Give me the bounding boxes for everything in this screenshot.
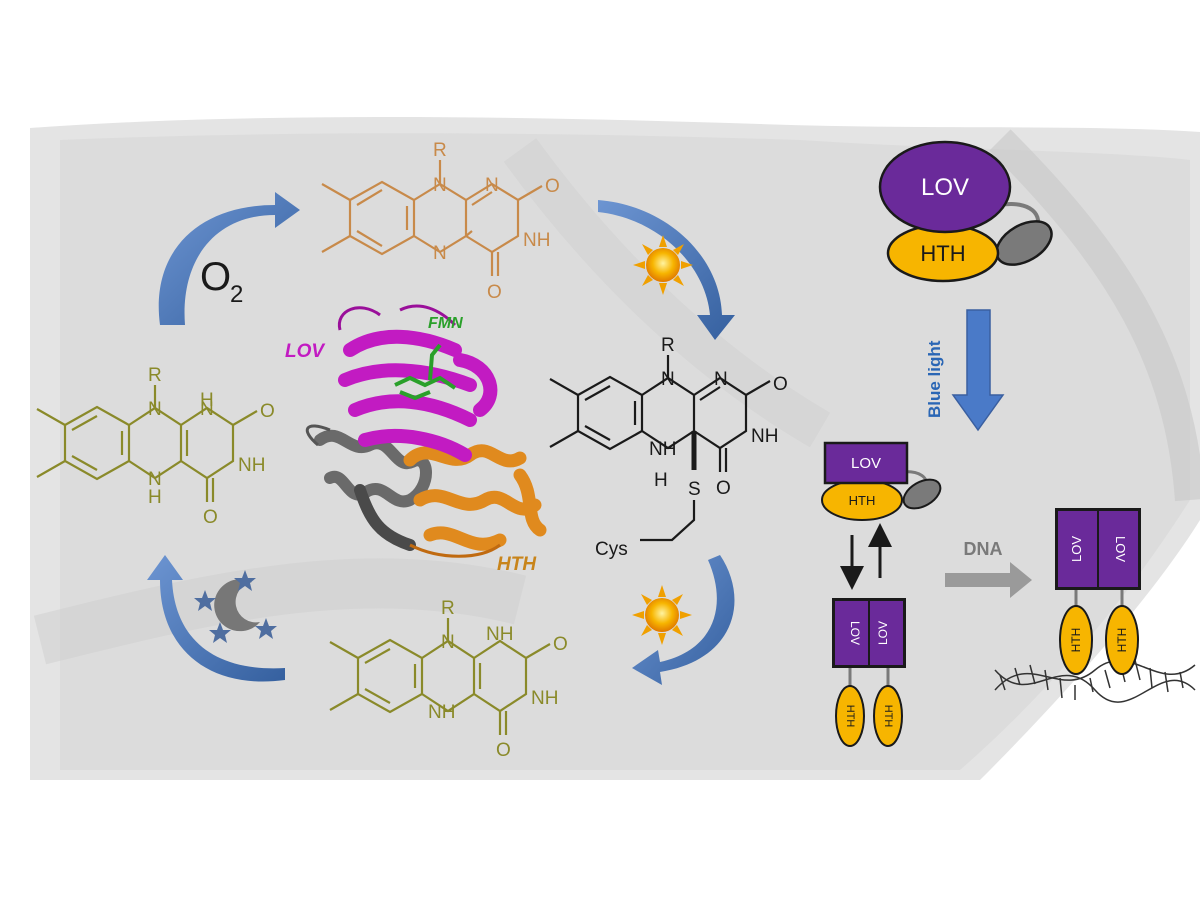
oxygen-label: O 2 — [200, 255, 243, 308]
svg-text:Cys: Cys — [595, 539, 628, 560]
reduced-flavin-bottom-structure — [329, 618, 551, 735]
svg-text:O: O — [773, 374, 788, 395]
svg-text:O: O — [260, 401, 275, 422]
light-state-protein: LOV HTH — [821, 441, 942, 521]
oxidized-flavin-atoms: R N N N O NH O — [433, 140, 560, 303]
protein-labels: LOV FMN HTH — [285, 315, 537, 575]
reduced-flavin-left-atoms: R N N H O NH O N H — [148, 365, 275, 528]
oxidized-flavin-structure — [321, 160, 543, 276]
svg-text:N: N — [433, 175, 447, 196]
svg-text:NH: NH — [531, 688, 558, 709]
lov-domain-label: LOV — [1069, 536, 1084, 562]
lov-ribbon-label: LOV — [285, 341, 325, 362]
svg-text:N: N — [148, 399, 162, 420]
dark-state-protein: LOV HTH — [878, 140, 1053, 283]
svg-text:O: O — [487, 282, 502, 303]
dimer-protein: LOV LOV HTH HTH — [832, 598, 906, 747]
hth-domain-label: HTH — [849, 493, 876, 508]
svg-text:NH: NH — [649, 439, 676, 460]
svg-text:H: H — [148, 487, 162, 508]
svg-text:NH: NH — [523, 230, 550, 251]
lov-domain-label: LOV — [1113, 536, 1128, 562]
lov-domain-ribbon — [338, 329, 498, 462]
svg-text:S: S — [688, 479, 701, 500]
hth-ribbon-label: HTH — [497, 554, 537, 575]
svg-text:N: N — [714, 369, 728, 390]
svg-text:O: O — [553, 634, 568, 655]
hth-domain-label: HTH — [1069, 628, 1083, 653]
svg-text:O: O — [496, 740, 511, 761]
lov-domain-label: LOV — [876, 621, 890, 645]
svg-text:O: O — [200, 255, 231, 299]
reduced-flavin-left-structure — [36, 385, 258, 502]
svg-text:N: N — [441, 632, 455, 653]
svg-text:2: 2 — [230, 281, 243, 308]
svg-text:NH: NH — [238, 455, 265, 476]
fmn-label: FMN — [428, 315, 463, 332]
moon-stars-icon — [194, 570, 277, 643]
protein-ribbon-structure — [305, 304, 547, 558]
fmn-cofactor — [394, 343, 457, 401]
lov-domain-label: LOV — [848, 621, 862, 645]
adduct-flavin-structure — [549, 355, 771, 542]
micrograph-background — [30, 117, 1200, 780]
svg-text:N: N — [148, 469, 162, 490]
svg-text:NH: NH — [428, 702, 455, 723]
arrow-bottom-right — [632, 555, 735, 685]
blue-light-label: Blue light — [925, 340, 944, 418]
svg-text:N: N — [433, 243, 447, 264]
arrow-top-right — [598, 200, 735, 340]
arrow-top-left — [158, 192, 300, 325]
svg-text:R: R — [433, 140, 447, 161]
arrow-bottom-left — [147, 555, 285, 682]
sun-icon — [633, 235, 693, 295]
svg-text:R: R — [661, 335, 675, 356]
hth-domain-label: HTH — [844, 705, 856, 728]
blue-light-arrow: Blue light — [925, 309, 1005, 432]
dna-binding-arrow: DNA — [945, 539, 1032, 598]
equilibrium-arrows — [840, 523, 892, 590]
lov-domain-label: LOV — [921, 174, 969, 201]
svg-text:N: N — [661, 369, 675, 390]
dna-label: DNA — [964, 539, 1003, 559]
svg-text:O: O — [716, 478, 731, 499]
svg-text:O: O — [203, 507, 218, 528]
photocycle-arrows — [147, 192, 735, 685]
svg-text:H: H — [654, 470, 668, 491]
svg-text:N: N — [200, 399, 214, 420]
hth-domain-label: HTH — [882, 705, 894, 728]
svg-text:R: R — [148, 365, 162, 386]
svg-text:NH: NH — [751, 426, 778, 447]
dna-bound-dimer: LOV LOV HTH HTH — [1055, 508, 1141, 675]
adduct-flavin-atoms: R N N NH O NH O H S Cys — [595, 335, 788, 560]
svg-text:N: N — [485, 175, 499, 196]
reduced-flavin-bottom-atoms: R N NH O NH O NH — [428, 598, 568, 761]
svg-text:R: R — [441, 598, 455, 619]
svg-text:O: O — [545, 176, 560, 197]
hth-domain-label: HTH — [1115, 628, 1129, 653]
hth-domain-label: HTH — [920, 241, 965, 266]
svg-text:NH: NH — [486, 624, 513, 645]
sun-icon — [632, 585, 692, 645]
svg-text:H: H — [200, 390, 214, 411]
lov-domain-label: LOV — [851, 455, 881, 472]
